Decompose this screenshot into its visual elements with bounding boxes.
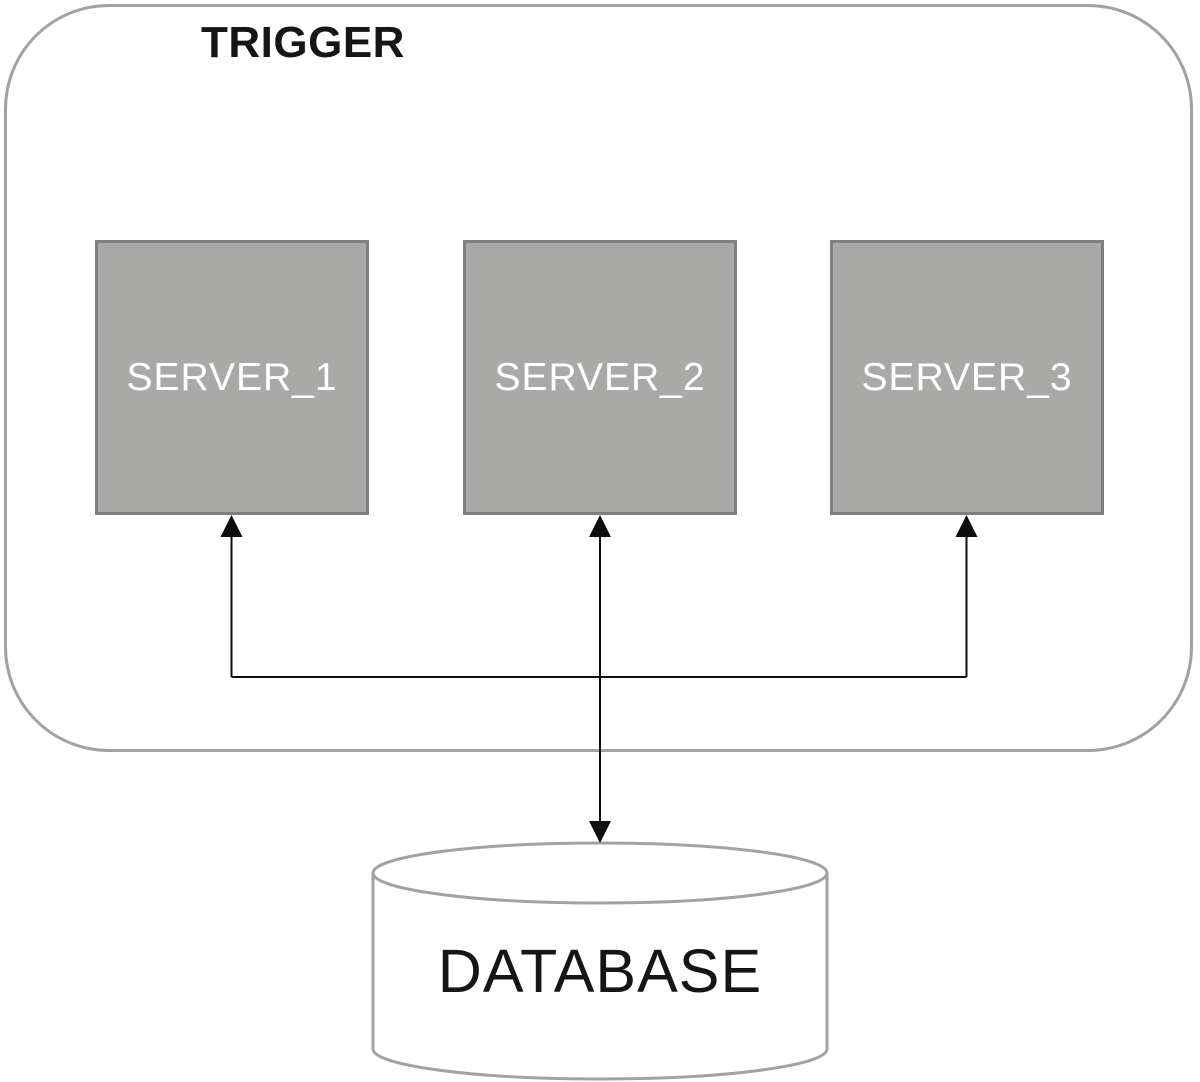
database-label: DATABASE xyxy=(437,937,763,1005)
server-3-label: SERVER_3 xyxy=(861,355,1073,399)
server-3-node: SERVER_3 xyxy=(830,240,1104,515)
arrowhead-up-server3-icon xyxy=(955,515,978,537)
server-2-label: SERVER_2 xyxy=(494,355,706,399)
arrowhead-up-server2-icon xyxy=(589,515,611,537)
arrowhead-up-server1-icon xyxy=(220,515,243,537)
trigger-group-label: TRIGGER xyxy=(201,18,405,67)
database-cylinder-top xyxy=(371,841,829,905)
server-1-node: SERVER_1 xyxy=(95,240,369,515)
database-cylinder-body xyxy=(371,873,829,1081)
arrowhead-down-database-icon xyxy=(589,821,611,843)
server-2-node: SERVER_2 xyxy=(463,240,737,515)
server-1-label: SERVER_1 xyxy=(126,355,338,399)
